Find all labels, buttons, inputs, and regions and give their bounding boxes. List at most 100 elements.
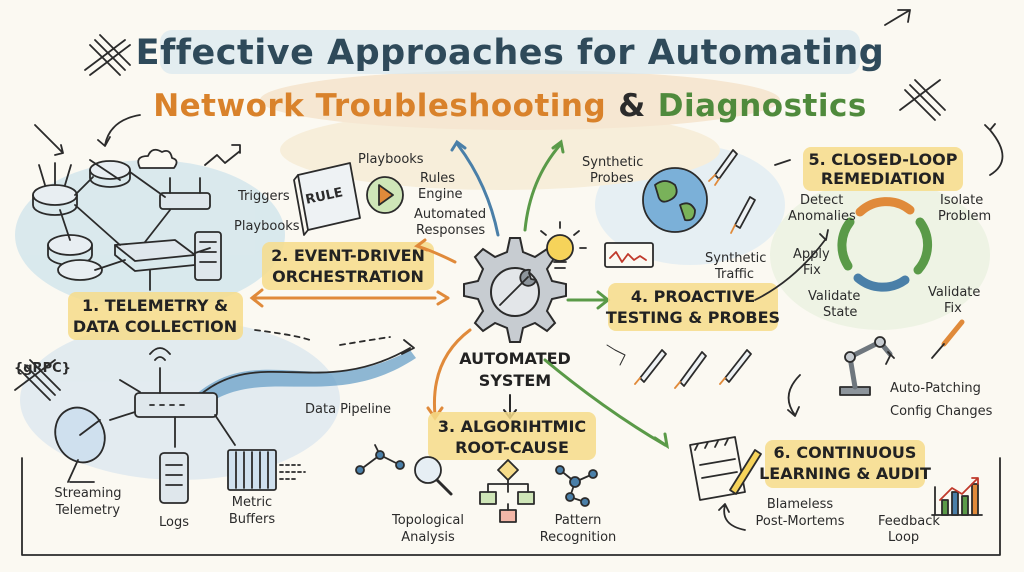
notepad-pencil-icon [689,436,762,501]
section-1-label: 1. TELEMETRY & DATA COLLECTION [68,292,243,340]
validate-fix-label-2: Fix [944,301,962,316]
globe-icon [642,167,708,233]
validate-state-label-2: State [823,305,857,320]
loop-back-arrow [774,123,1004,176]
screwdriver-icon [931,319,965,359]
data-pipeline-label: Data Pipeline [305,402,391,417]
logs-label: Logs [159,515,189,530]
play-button-icon [366,176,404,214]
rocket-icon [708,149,738,186]
grpc-label: {gRPC} [14,361,71,376]
title-line-2: Network Troubleshooting & Diagnostics [153,88,867,124]
pattern-recognition-label-2: Recognition [540,530,617,545]
section-2-line-2: ORCHESTRATION [272,267,424,286]
section-5-line-1: 5. CLOSED-LOOP [809,150,958,169]
bottom-frame-line [21,457,1001,556]
metric-buffers-label-2: Buffers [229,512,275,527]
section-6-line-2: LEARNING & AUDIT [759,464,931,483]
section-6-line-1: 6. CONTINUOUS [774,443,917,462]
apply-fix-label-1: Apply [793,247,830,262]
metric-buffers-icon [227,449,306,491]
feedback-arrow-icon [718,503,746,531]
down-arrow-icon [34,124,64,156]
section-3-line-1: 3. ALGORIHTMIC [438,417,586,436]
hatch-decoration [14,34,946,401]
section-6-label: 6. CONTINUOUS LEARNING & AUDIT [759,440,931,488]
pattern-graph-icon [555,465,598,507]
synthetic-traffic-label-1: Synthetic [705,251,766,266]
feedback-loop-label-2: Loop [888,530,919,545]
wrench-icon [499,268,537,306]
logs-server-icon [159,452,189,504]
pipeline-arrow-icon [199,339,415,396]
synthetic-probes-label-1: Synthetic [582,155,643,170]
lightbulb-icon [540,221,587,269]
streaming-telemetry-label-1: Streaming [54,486,121,501]
metric-buffers-label-1: Metric [232,495,272,510]
rules-engine-label-1: Rules [420,171,455,186]
section-4-line-2: TESTING & PROBES [606,308,780,327]
center-line-2: SYSTEM [479,371,551,390]
playbooks-left-label: Playbooks [234,219,300,234]
automated-responses-label-2: Responses [416,223,485,238]
cycle-arrows-icon [837,197,933,292]
curved-arrow-icon [97,114,141,147]
section-1-line-1: 1. TELEMETRY & [82,296,228,315]
section-4-line-1: 4. PROACTIVE [631,287,755,306]
auto-patching-label: Auto-Patching [890,381,981,396]
rocket-icon-2 [730,196,756,234]
telemetry-router-icon [109,347,236,448]
section-2-line-1: 2. EVENT-DRIVEN [271,246,425,265]
isolate-problem-label-1: Isolate [940,193,983,208]
rule-book-icon [293,162,361,236]
zigzag-arrow-icon [204,144,241,166]
topology-graph-icon [355,444,405,475]
section-1-line-2: DATA COLLECTION [73,317,237,336]
center-line-1: AUTOMATED [459,349,571,368]
return-arrow-icon [787,374,801,417]
bar-chart-icon [931,477,983,516]
detect-anomalies-label-2: Anomalies [788,209,856,224]
validate-state-label-1: Validate [808,289,860,304]
synthetic-traffic-label-2: Traffic [714,267,754,282]
section-5-label: 5. CLOSED-LOOP REMEDIATION [803,147,963,191]
flowchart-icon [479,459,535,523]
feedback-loop-label-1: Feedback [878,514,940,529]
synthetic-probes-label-2: Probes [590,171,634,186]
section-3-line-2: ROOT-CAUSE [455,438,569,457]
validate-fix-label-1: Validate [928,285,980,300]
title-part-diagnostics: Diagnostics [658,88,867,124]
automated-responses-label-1: Automated [414,207,486,222]
magnifier-icon [414,456,453,496]
section-2-label: 2. EVENT-DRIVEN ORCHESTRATION [262,242,434,290]
corner-arrow-icon [884,9,911,26]
rules-engine-label-2: Engine [418,187,463,202]
streaming-telemetry-label-2: Telemetry [55,503,120,518]
section-5-line-2: REMEDIATION [821,169,945,188]
section-3-label: 3. ALGORIHTMIC ROOT-CAUSE [428,412,596,460]
title-ampersand: & [618,88,646,124]
satellite-dish-icon [54,406,106,483]
triggers-label: Triggers [237,189,290,204]
apply-fix-label-2: Fix [803,263,821,278]
title-line-1: Effective Approaches for Automating [136,33,885,73]
blameless-label-2: Post-Mortems [756,514,845,529]
playbooks-top-label: Playbooks [358,152,424,167]
pattern-recognition-label-1: Pattern [555,513,602,528]
blameless-label-1: Blameless [767,497,834,512]
config-changes-label: Config Changes [890,404,993,419]
title-part-troubleshooting: Network Troubleshooting [153,88,606,124]
dashed-flow-arrow [254,329,391,346]
robot-arm-icon [839,336,895,396]
section-4-label: 4. PROACTIVE TESTING & PROBES [606,283,780,331]
arrow-to-remediation [754,229,829,301]
traffic-monitor-icon [604,242,654,268]
network-cluster [32,148,222,291]
topological-analysis-label-2: Analysis [401,530,455,545]
isolate-problem-label-2: Problem [938,209,991,224]
topological-analysis-label-1: Topological [391,513,464,528]
title-block: Effective Approaches for Automating Netw… [136,30,885,124]
data-pipeline-stream [195,350,416,410]
